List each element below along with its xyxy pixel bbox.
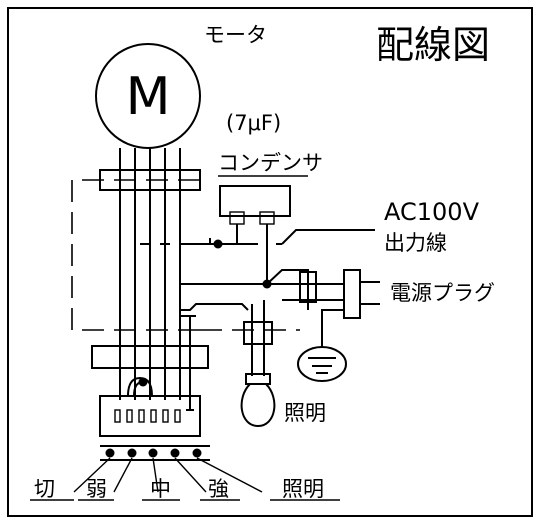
switch-label-light: 照明 [282, 477, 324, 501]
diagram-title: 配線図 [376, 23, 490, 67]
capacitor-name: コンデンサ [218, 151, 323, 175]
voltage-label: AC100V [384, 198, 480, 226]
motor-symbol [95, 43, 201, 149]
ground-symbol [297, 346, 347, 382]
lower-clamp [91, 345, 209, 369]
switch-label-medium: 中 [150, 477, 171, 501]
motor-wires [119, 148, 181, 400]
lamp-bulb [240, 383, 276, 428]
output-wire [281, 229, 375, 245]
enclosure-left [71, 180, 200, 331]
plug-clamp [299, 271, 317, 303]
motor-letter: M [126, 67, 171, 127]
capacitor-value: (7μF) [226, 111, 281, 135]
switch-terminals [105, 448, 202, 458]
motor-caption: モータ [204, 23, 267, 47]
ground-wire [321, 309, 344, 348]
switch-contacts [114, 409, 181, 423]
frame-border [7, 7, 533, 517]
capacitor-terminal-left [229, 211, 245, 225]
capacitor-terminal-right [259, 211, 275, 225]
power-plug-body [343, 269, 361, 319]
lamp-label: 照明 [284, 401, 326, 425]
power-plug-label: 電源プラグ [390, 281, 495, 305]
switch-leaders [30, 457, 340, 501]
output-wire-label: 出力線 [384, 231, 447, 255]
lamp-base [245, 373, 271, 385]
switch-label-low: 弱 [86, 477, 107, 501]
capacitor-box [219, 185, 291, 217]
switch-label-off: 切 [34, 477, 55, 501]
lamp-socket-clamp [243, 321, 273, 345]
switch-block [99, 395, 201, 437]
junction-dot [213, 239, 223, 249]
switch-label-high: 強 [208, 477, 229, 501]
